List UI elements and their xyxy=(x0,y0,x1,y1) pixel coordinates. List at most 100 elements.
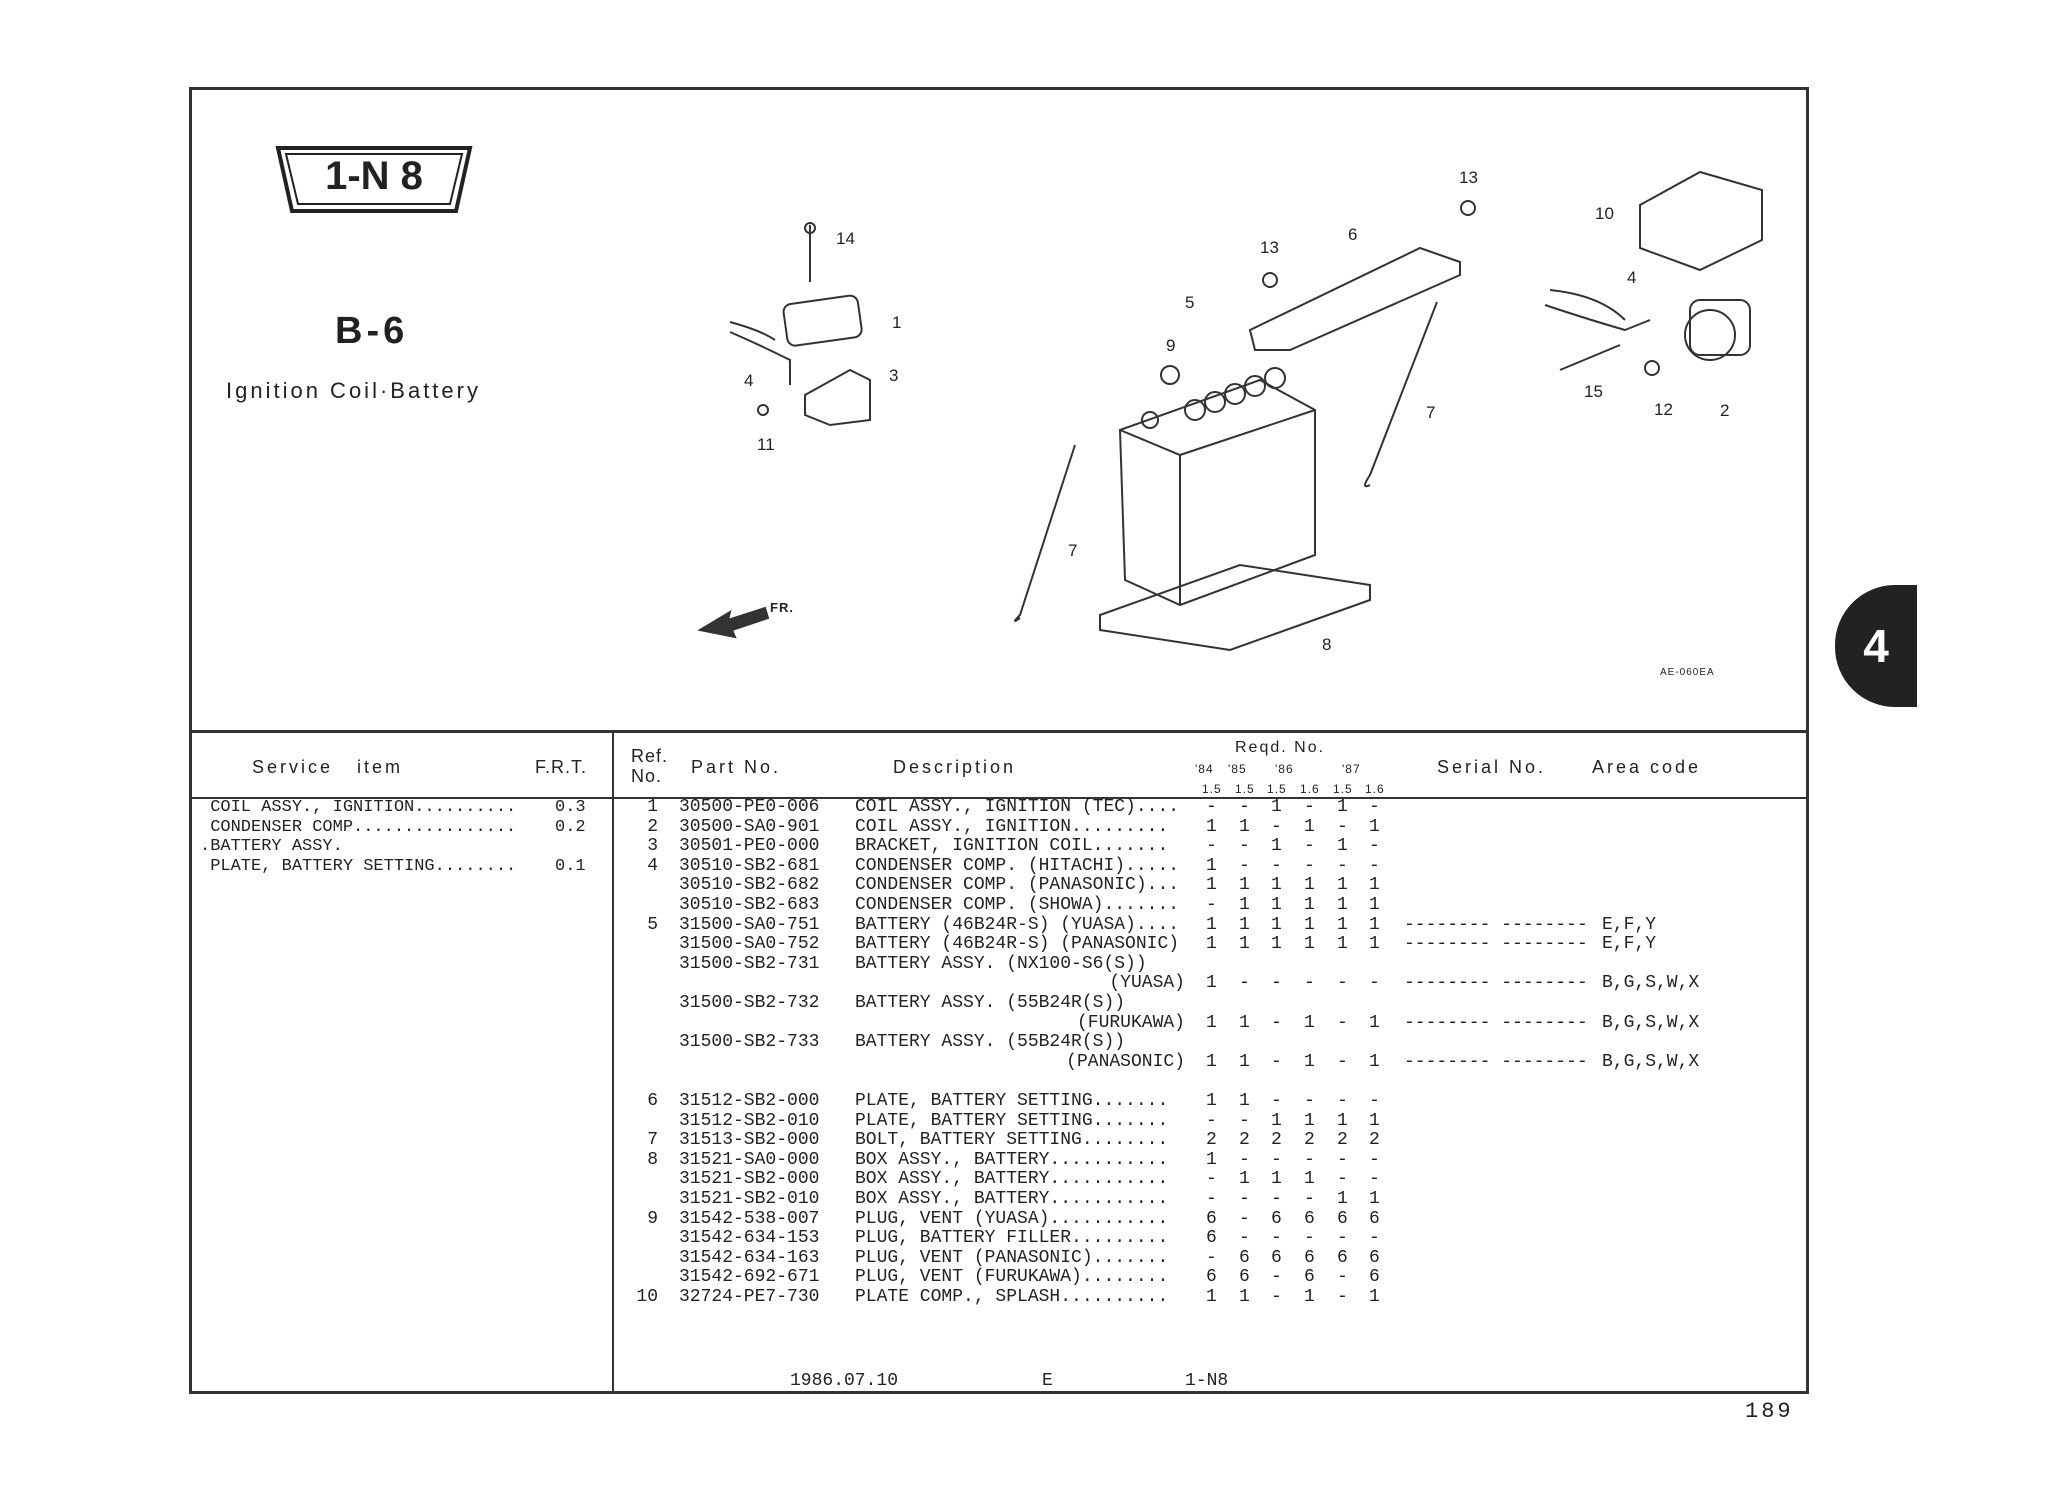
ref-header: Ref. xyxy=(631,746,669,766)
required-qty: 1 xyxy=(1337,914,1348,935)
required-qty: 1 xyxy=(1206,1287,1217,1307)
ref-no: 3 xyxy=(647,836,658,857)
required-qty: 2 xyxy=(1206,1130,1217,1151)
service-item: COIL ASSY., IGNITION.......... xyxy=(200,798,517,817)
service-frt: 0.1 xyxy=(555,856,586,876)
parts-diagram xyxy=(697,170,1763,652)
description: COIL ASSY., IGNITION......... xyxy=(855,816,1169,837)
description: BOX ASSY., BATTERY........... xyxy=(855,1149,1169,1170)
part-no: 31500-SB2-731 xyxy=(679,953,820,974)
required-qty: 1 xyxy=(1337,836,1348,857)
callout-13a: 13 xyxy=(1459,168,1478,187)
required-qty: 1 xyxy=(1337,934,1348,955)
required-qty: - xyxy=(1206,895,1217,915)
diagram-divider xyxy=(189,730,1809,733)
part-no: 31500-SA0-752 xyxy=(679,934,820,955)
page-number: 189 xyxy=(1745,1399,1794,1424)
required-qty: 1 xyxy=(1369,1189,1380,1209)
required-qty: - xyxy=(1271,1287,1282,1307)
required-qty: - xyxy=(1304,1228,1315,1249)
serial-no: -------- -------- xyxy=(1404,1051,1588,1072)
required-qty: 1 xyxy=(1304,1287,1315,1307)
part-no-header: Part No. xyxy=(691,757,782,777)
footer-edition: E xyxy=(1042,1371,1053,1391)
required-qty: - xyxy=(1239,855,1250,876)
area-code: B,G,S,W,X xyxy=(1602,973,1700,994)
required-qty: - xyxy=(1337,973,1348,994)
required-qty: 1 xyxy=(1271,797,1282,817)
required-qty: 1 xyxy=(1206,855,1217,876)
required-qty: 6 xyxy=(1304,1267,1315,1288)
service-item: .BATTERY ASSY. xyxy=(200,837,343,857)
diagram-code: AE-060EA xyxy=(1660,667,1715,678)
required-qty: - xyxy=(1304,973,1315,994)
table-row: 6 31512-SB2-000 PLATE, BATTERY SETTING....… xyxy=(0,1091,2048,1112)
service-frt: 0.2 xyxy=(555,817,586,837)
required-qty: 1 xyxy=(1206,973,1217,994)
required-qty: 1 xyxy=(1206,934,1217,955)
required-qty: 1 xyxy=(1271,934,1282,955)
engine-size-header: 1.6 xyxy=(1365,782,1385,796)
description: PLUG, VENT (FURUKAWA)........ xyxy=(855,1267,1169,1288)
callout-3: 3 xyxy=(889,366,899,385)
column-divider xyxy=(612,731,614,1394)
required-qty: 1 xyxy=(1239,914,1250,935)
required-qty: 1 xyxy=(1271,1169,1282,1190)
description: BOX ASSY., BATTERY........... xyxy=(855,1189,1169,1209)
required-qty: - xyxy=(1206,797,1217,817)
required-qty: - xyxy=(1337,1051,1348,1072)
ref-no: 6 xyxy=(647,1091,658,1111)
required-qty: 6 xyxy=(1369,1267,1380,1288)
required-qty: 1 xyxy=(1369,934,1380,955)
year-85: '85 xyxy=(1228,762,1247,776)
ref-no-header: No. xyxy=(631,766,663,786)
callout-6: 6 xyxy=(1348,225,1358,244)
part-no: 31521-SA0-000 xyxy=(679,1149,820,1170)
description: BATTERY ASSY. (NX100-S6(S)) xyxy=(855,953,1147,974)
callout-12: 12 xyxy=(1654,400,1673,419)
callout-9: 9 xyxy=(1166,336,1176,355)
required-qty: - xyxy=(1239,973,1250,994)
required-qty: 1 xyxy=(1369,914,1380,935)
required-qty: 6 xyxy=(1239,1267,1250,1288)
service-item: PLATE, BATTERY SETTING........ xyxy=(200,856,517,876)
required-qty: - xyxy=(1369,836,1380,857)
description: PLATE, BATTERY SETTING....... xyxy=(855,1091,1169,1111)
service-item-header: Service item xyxy=(252,757,404,777)
callout-13b: 13 xyxy=(1260,238,1279,257)
required-qty: - xyxy=(1304,1189,1315,1209)
area-code: E,F,Y xyxy=(1602,934,1657,955)
required-qty: - xyxy=(1337,855,1348,876)
required-qty: - xyxy=(1271,973,1282,994)
required-qty: - xyxy=(1271,1012,1282,1033)
callout-4a: 4 xyxy=(744,371,754,390)
callout-10: 10 xyxy=(1595,204,1614,223)
part-no: 31542-634-163 xyxy=(679,1247,820,1268)
service-item: CONDENSER COMP................ xyxy=(200,817,517,837)
part-no: 30510-SB2-682 xyxy=(679,875,820,896)
required-qty: 1 xyxy=(1304,934,1315,955)
required-qty: 1 xyxy=(1304,816,1315,837)
part-no: 31512-SB2-000 xyxy=(679,1091,820,1111)
required-qty: 1 xyxy=(1337,1110,1348,1131)
required-qty: - xyxy=(1271,1091,1282,1111)
required-qty: 1 xyxy=(1206,875,1217,896)
required-qty: 2 xyxy=(1239,1130,1250,1151)
required-qty: - xyxy=(1239,836,1250,857)
required-qty: - xyxy=(1271,816,1282,837)
part-no: 30510-SB2-683 xyxy=(679,895,820,915)
description: CONDENSER COMP. (HITACHI)..... xyxy=(855,855,1180,876)
callout-1: 1 xyxy=(892,313,902,332)
required-qty: 1 xyxy=(1369,1110,1380,1131)
part-no: 31521-SB2-010 xyxy=(679,1189,820,1209)
required-qty: 6 xyxy=(1206,1267,1217,1288)
